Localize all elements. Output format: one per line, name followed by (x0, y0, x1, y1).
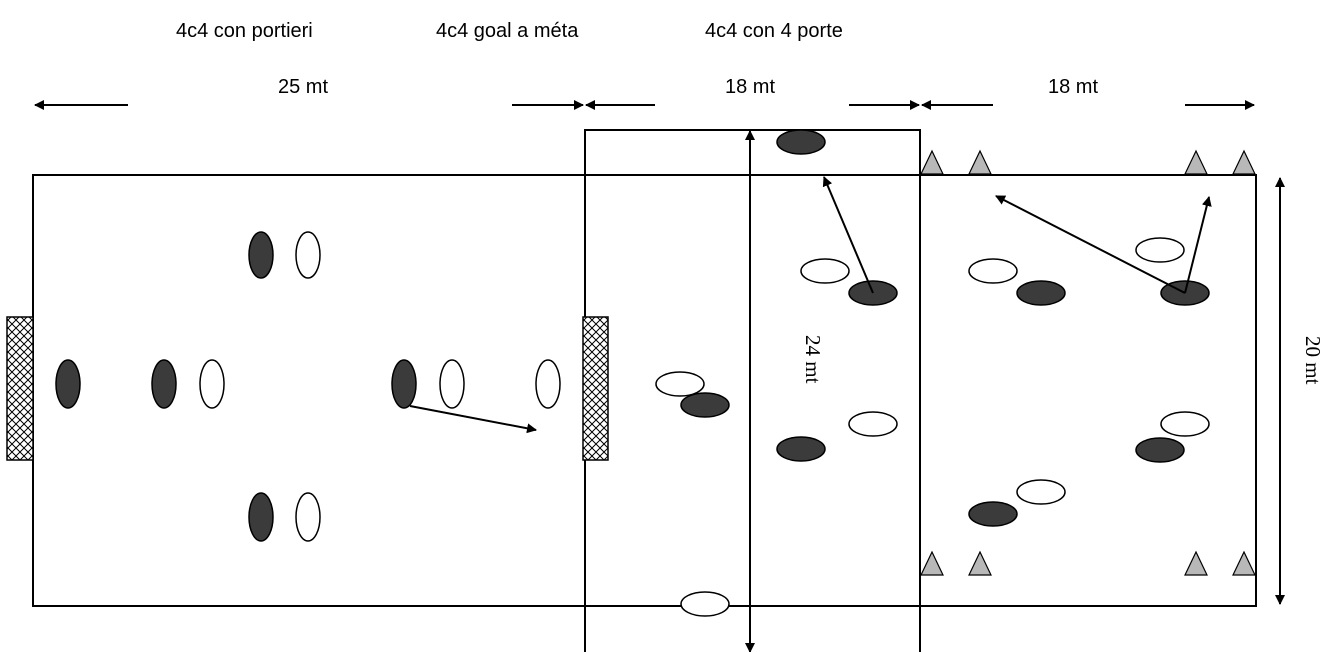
light-player-icon (295, 492, 321, 542)
right-field-players (968, 237, 1210, 527)
dark-player-icon (968, 501, 1018, 527)
dimension-left-width: 25 mt (34, 76, 584, 110)
light-player-icon (439, 359, 465, 409)
light-player-icon (1135, 237, 1185, 263)
drill-title-2: 4c4 goal a méta (436, 20, 579, 42)
dimension-label-middle-width: 18 mt (725, 76, 775, 98)
cones (920, 149, 1256, 576)
dark-player-icon (248, 492, 274, 542)
dark-player-icon (1135, 437, 1185, 463)
dark-player-icon (776, 129, 826, 155)
light-player-icon (680, 591, 730, 617)
light-player-icon (655, 371, 705, 397)
light-player-icon (1160, 411, 1210, 437)
cone-icon (1232, 550, 1256, 576)
light-player-icon (1016, 479, 1066, 505)
dimension-label-left-width: 25 mt (278, 76, 328, 98)
dimension-right-height: 20 mt (1275, 177, 1325, 605)
drill-title-3: 4c4 con 4 porte (705, 20, 843, 42)
middle-field-outline (584, 129, 921, 652)
cone-icon (1184, 149, 1208, 175)
dark-player-icon (248, 231, 274, 279)
dimension-label-right-height: 20 mt (1301, 336, 1325, 385)
dimension-label-middle-height: 24 mt (801, 335, 825, 384)
light-player-icon (968, 258, 1018, 284)
dark-player-icon (391, 359, 417, 409)
light-player-icon (295, 231, 321, 279)
light-player-icon (199, 359, 225, 409)
light-player-icon (848, 411, 898, 437)
middle-field-players (655, 129, 898, 617)
goal-net-icon (6, 316, 34, 461)
dark-player-icon (1016, 280, 1066, 306)
dimension-middle-height: 24 mt (745, 130, 825, 652)
cone-icon (968, 149, 992, 175)
cone-icon (1184, 550, 1208, 576)
arrow-icon (822, 176, 874, 294)
arrow-icon (409, 405, 537, 434)
cone-icon (920, 550, 944, 576)
goal-net-icon (582, 316, 609, 461)
dark-player-icon (680, 392, 730, 418)
drill-title-1: 4c4 con portieri (176, 20, 313, 42)
light-player-icon (535, 359, 561, 409)
dimension-middle-width: 18 mt (585, 76, 920, 110)
dark-player-icon (776, 436, 826, 462)
left-field-players (55, 231, 561, 542)
cone-icon (968, 550, 992, 576)
dimension-right-width: 18 mt (921, 76, 1255, 110)
cone-icon (1232, 149, 1256, 175)
dark-player-icon (55, 359, 81, 409)
arrow-icon (1184, 196, 1212, 294)
light-player-icon (800, 258, 850, 284)
arrow-icon (995, 195, 1186, 294)
dimension-label-right-width: 18 mt (1048, 76, 1098, 98)
dark-player-icon (151, 359, 177, 409)
cone-icon (920, 149, 944, 175)
